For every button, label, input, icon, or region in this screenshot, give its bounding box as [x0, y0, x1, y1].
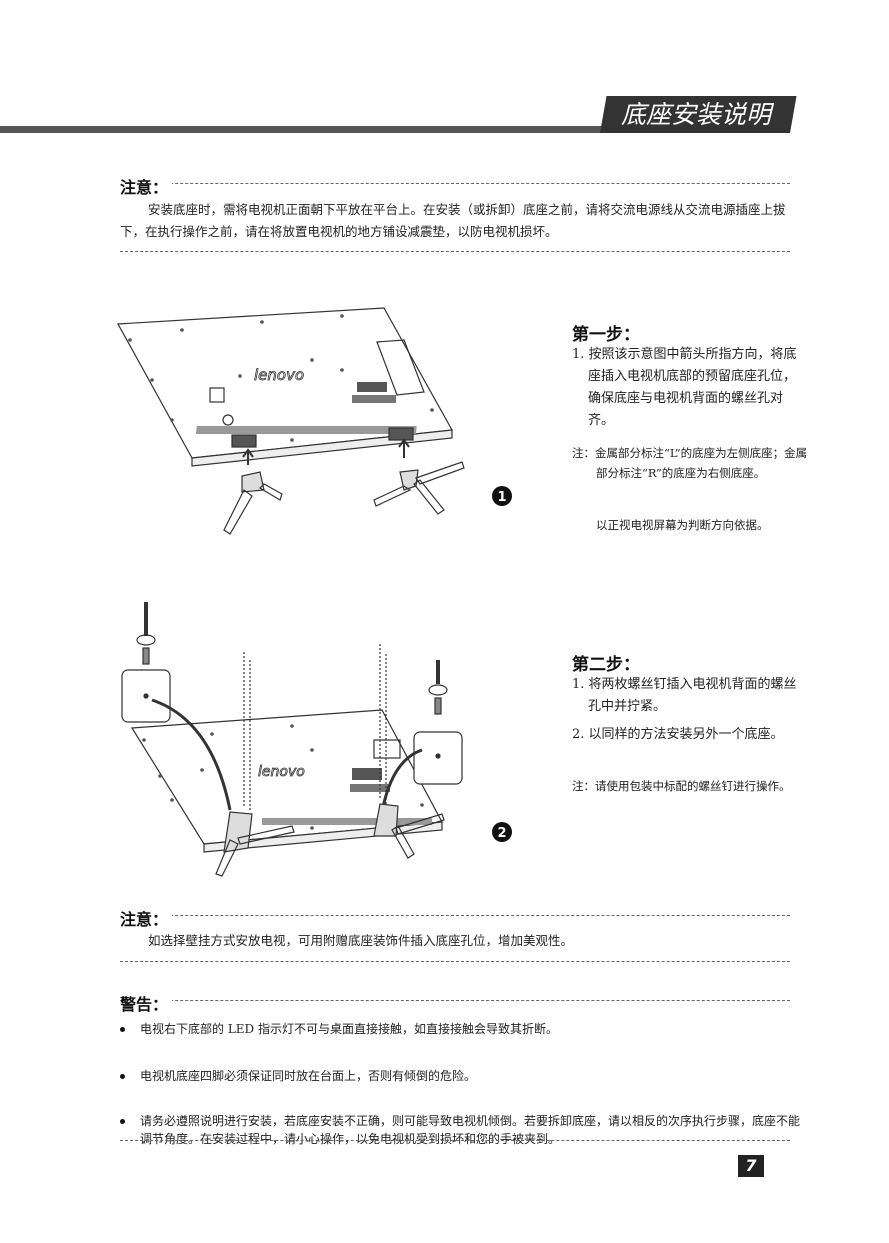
step1-note2: 以正视电视屏幕为判断方向依据。: [596, 518, 769, 532]
bullet-icon: [120, 1074, 125, 1079]
page-title: 底座安装说明: [620, 100, 771, 129]
warning-item: 电视右下底部的 LED 指示灯不可与桌面直接接触，如直接接触会导致其折断。: [118, 1020, 808, 1038]
notice1-text: 安装底座时，需将电视机正面朝下平放在平台上。在安装（或拆卸）底座之前，请将交流电…: [120, 202, 786, 239]
tv-logo-2: lenovo: [258, 764, 305, 780]
notice1-top-divider: [120, 183, 790, 184]
warning-bottom-divider: [120, 1140, 790, 1141]
notice2-bottom-divider: [120, 961, 790, 962]
warning-item: 请务必遵照说明进行安装，若底座安装不正确，则可能导致电视机倾倒。若要拆卸底座，请…: [118, 1112, 808, 1148]
tv-logo: lenovo: [254, 366, 304, 384]
step2-illustration: lenovo 2: [121, 602, 512, 877]
step2-item2: 2. 以同样的方法安装另外一个底座。: [572, 727, 784, 742]
step2-title: 第二步：: [572, 655, 640, 675]
bullet-icon: [120, 1119, 125, 1124]
step1-note: 注：金属部分标注“L”的底座为左侧底座；金属部分标注“R”的底座为右侧底座。: [572, 446, 808, 480]
notice1-label: 注意：: [120, 174, 173, 198]
step2-note: 注：请使用包装中标配的螺丝钉进行操作。: [572, 779, 791, 793]
bullet-icon: [120, 1027, 125, 1032]
figure2-number: 2: [497, 826, 506, 841]
figure1-number: 1: [497, 490, 506, 505]
notice2-label: 注意：: [120, 906, 173, 930]
header-bar: [0, 126, 610, 133]
warning-top-divider: [120, 1000, 790, 1001]
notice2-top-divider: [120, 915, 790, 916]
step1-illustration: lenovo 1: [117, 307, 512, 535]
notice1-bottom-divider: [120, 251, 790, 252]
step1-item1: 1. 按照该示意图中箭头所指方向，将底座插入电视机底部的预留底座孔位，确保底座与…: [572, 347, 797, 428]
page-number: 7: [738, 1155, 764, 1177]
notice2-text: 如选择壁挂方式安放电视，可用附赠底座装饰件插入底座孔位，增加美观性。: [148, 933, 574, 948]
step2-item1: 1. 将两枚螺丝钉插入电视机背面的螺丝孔中并拧紧。: [572, 677, 797, 714]
warning-label: 警告：: [120, 991, 173, 1015]
step1-title: 第一步：: [572, 325, 640, 345]
warning-item: 电视机底座四脚必须保证同时放在台面上，否则有倾倒的危险。: [118, 1067, 808, 1085]
